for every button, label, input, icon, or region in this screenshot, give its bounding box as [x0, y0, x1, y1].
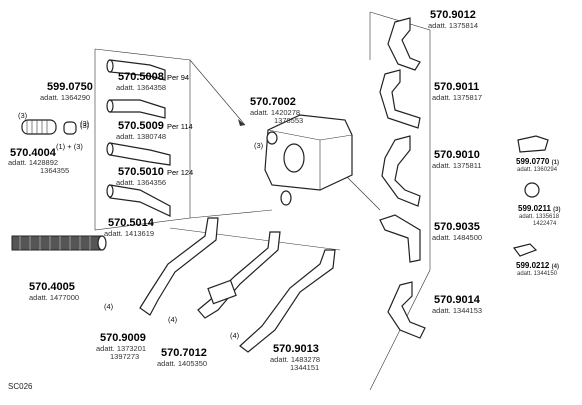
- flex-pipe: [11, 235, 107, 251]
- part-adatt-570-5014: adatt. 1413619: [104, 229, 155, 238]
- part-number-570-4004: 570.4004: [10, 147, 56, 159]
- part-adatt-570-4004: adatt. 1428892: [8, 158, 59, 167]
- clamp-icons: [512, 135, 549, 257]
- part-number-570-4005: 570.4005: [29, 281, 75, 293]
- part-adatt-570-9014: adatt. 1344153: [432, 306, 483, 315]
- part-number-570-5008: 570.5008 Per 94: [118, 71, 190, 83]
- part-qty-570-7012: (4): [168, 315, 178, 324]
- part-number-570-9011: 570.9011: [434, 81, 480, 93]
- clamp-kit: [21, 119, 77, 135]
- part-adatt-570-7002: adatt. 1420278: [250, 108, 301, 117]
- part-qty-570-5009: (3): [80, 121, 90, 130]
- part-qty-c-570-4004: (3): [80, 119, 90, 128]
- part-adatt-599-0212: adatt. 1344150: [517, 271, 558, 277]
- part-adatt-570-9012: adatt. 1375814: [428, 21, 479, 30]
- part-number-570-7002: 570.7002: [250, 96, 296, 108]
- part-number-570-9013: 570.9013: [273, 343, 319, 355]
- part-adatt-570-5010: adatt. 1364356: [116, 178, 167, 187]
- part-adatt2-570-4004: 1364355: [40, 166, 70, 175]
- part-adatt-570-9011: adatt. 1375817: [432, 93, 483, 102]
- part-adatt-570-9013: adatt. 1483278: [270, 355, 321, 364]
- part-adatt-570-7012: adatt. 1405350: [157, 359, 208, 368]
- part-adatt-570-5008: adatt. 1364358: [116, 83, 167, 92]
- part-adatt2-570-7002: 1378553: [274, 116, 304, 125]
- part-number-599-0212: 599.0212 (4): [516, 261, 559, 271]
- main-pipes: [139, 217, 336, 353]
- part-adatt-599-0770: adatt. 1360294: [517, 167, 558, 173]
- part-qty-b-570-4004: (1) + (3): [56, 142, 83, 151]
- tail-pipes: [379, 17, 426, 339]
- part-adatt2-570-9009: 1397273: [110, 352, 140, 361]
- part-number-570-9012: 570.9012: [430, 9, 476, 21]
- part-number-599-0750: 599.0750: [47, 81, 93, 93]
- diagram-code: SC026: [8, 382, 33, 391]
- part-number-599-0770: 599.0770 (1): [516, 157, 559, 167]
- part-number-570-9009: 570.9009: [100, 332, 146, 344]
- part-qty-570-7002: (3): [254, 141, 264, 150]
- part-adatt-570-4005: adatt. 1477000: [29, 293, 80, 302]
- part-adatt2-570-9013: 1344151: [290, 363, 320, 372]
- part-number-570-7012: 570.7012: [161, 347, 207, 359]
- part-number-570-5010: 570.5010 Per 124: [118, 166, 194, 178]
- part-number-570-9035: 570.9035: [434, 221, 480, 233]
- part-number-599-0211: 599.0211 (3): [518, 204, 561, 214]
- part-adatt-570-9009: adatt. 1373201: [96, 344, 147, 353]
- part-qty-570-9013: (4): [230, 331, 240, 340]
- part-qty-a-570-4004: (3): [18, 111, 28, 120]
- part-number-570-9010: 570.9010: [434, 149, 480, 161]
- part-number-570-5014: 570.5014: [108, 217, 154, 229]
- part-adatt-570-9010: adatt. 1375811: [432, 161, 482, 170]
- silencer: [264, 114, 353, 206]
- part-adatt-599-0211: adatt. 1335618: [519, 214, 560, 220]
- part-number-570-5009: 570.5009 Per 114: [118, 120, 193, 132]
- part-number-570-9014: 570.9014: [434, 294, 480, 306]
- part-qty-570-9009: (4): [104, 302, 114, 311]
- part-adatt-570-9035: adatt. 1484500: [432, 233, 483, 242]
- part-adatt-599-0750: adatt. 1364290: [40, 93, 91, 102]
- part-adatt2-599-0211: 1422474: [533, 221, 557, 227]
- intermediate-pipes: [106, 59, 171, 217]
- part-adatt-570-5009: adatt. 1380748: [116, 132, 167, 141]
